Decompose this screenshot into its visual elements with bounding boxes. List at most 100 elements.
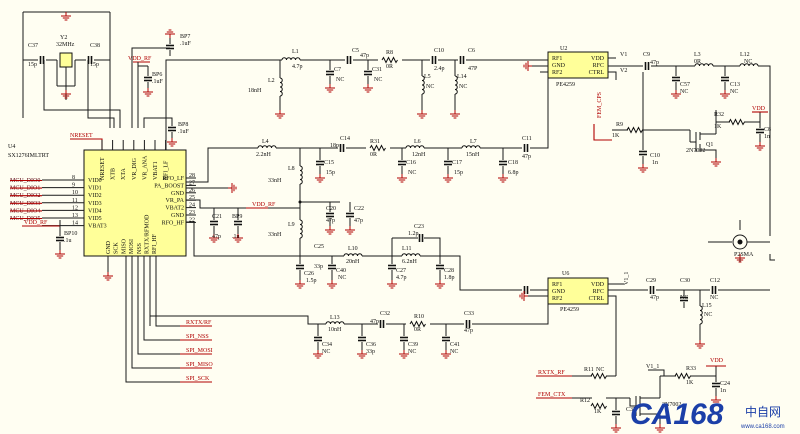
u6-pins-right-1: RFC xyxy=(593,289,604,295)
u4-top-pin-3: VR_DIG xyxy=(132,157,138,180)
hf-tx-chain: C25 33p C26 1.5p L10 20nH C40 NC C23 1.2… xyxy=(186,221,548,295)
c12-label: C12 xyxy=(710,278,720,284)
l6-label: L6 xyxy=(414,139,421,145)
l13-value: 10nH xyxy=(328,327,342,333)
c34-label: C34 xyxy=(322,342,332,348)
u6-pins-left-2: RF2 xyxy=(552,296,562,302)
c12-value: NC xyxy=(710,295,718,301)
u6-pins-left-0: RF1 xyxy=(552,282,562,288)
c32-label: C32 xyxy=(380,311,390,317)
c5-label: C5 xyxy=(352,48,359,54)
c34-value: NC xyxy=(322,349,330,355)
pa-boost-chain: L4 2.2nH C14 18p R31 0R C15 15p C16 NC L… xyxy=(186,78,549,183)
c9-value: 47p xyxy=(650,60,659,66)
l14-label: L14 xyxy=(457,74,467,80)
l6-value: 12nH xyxy=(412,152,426,158)
l12-label: L12 xyxy=(740,52,750,58)
bp7-value: .1uF xyxy=(180,41,192,47)
u4-top-pin-0: NRESET xyxy=(100,157,106,180)
u4-pin-vid1: VID1 xyxy=(88,186,102,192)
c15-value: 15p xyxy=(326,170,335,176)
u4-pin-num-25: 25 xyxy=(189,195,195,201)
vdd-rf-label-3: VDD_RF xyxy=(252,202,276,208)
l12-value: NC xyxy=(744,59,752,65)
r10-value: 0R xyxy=(414,327,421,333)
r10-label: R10 xyxy=(414,314,424,320)
c25-value: 33p xyxy=(314,264,323,270)
c41-value: NC xyxy=(450,349,458,355)
c57-label: C57 xyxy=(680,82,690,88)
c28-label: C28 xyxy=(444,268,454,274)
l9-value: 33nH xyxy=(268,232,282,238)
u4-pin-num-13: 13 xyxy=(72,213,78,219)
u4-pin-num-11: 11 xyxy=(72,198,78,204)
u4-ref: U4 xyxy=(8,144,15,150)
c41-label: C41 xyxy=(450,342,460,348)
q1-value: 2N7002 xyxy=(686,148,705,154)
l5-value: NC xyxy=(426,84,434,90)
c10b-label: C10 xyxy=(650,153,660,159)
sma-connector: P2SMA xyxy=(708,220,770,263)
u4-pin-pa_boost-27: PA_BOOST xyxy=(154,183,184,189)
antenna-upper-chain: C9 47p C57 NC L3 0R C13 NC L12 NC xyxy=(616,52,775,261)
c27-value: 4.7p xyxy=(396,275,407,281)
u4-pin-num-12: 12 xyxy=(72,205,78,211)
bp10-value: .1u xyxy=(64,238,72,244)
u4-pin-vid5: VID5 xyxy=(88,216,102,222)
c11-label: C11 xyxy=(522,136,532,142)
c36-label: C36 xyxy=(366,342,376,348)
c31-label: C31 xyxy=(372,67,382,73)
u2-ref: U2 xyxy=(560,46,567,52)
u2-pins-right-2: CTRL xyxy=(589,70,605,76)
l9-label: L9 xyxy=(288,222,295,228)
u2-pins-left-0: RF1 xyxy=(552,56,562,62)
c33-value: 47p xyxy=(464,328,473,334)
v1-label-u6: V1_1 xyxy=(624,272,630,285)
v1-label: V1 xyxy=(620,52,627,58)
c8-value: 1n xyxy=(764,134,770,140)
bp9-value: .1u xyxy=(232,234,240,240)
u4-top-pin-1: XTB xyxy=(111,168,117,180)
u4-pin-vid0: VID0 xyxy=(88,178,102,184)
c14-label: C14 xyxy=(340,136,350,142)
c31-value: NC xyxy=(374,77,382,83)
c16-value: NC xyxy=(408,170,416,176)
c37-label: C37 xyxy=(28,43,38,49)
c6-label: C6 xyxy=(468,48,475,54)
r9-value: 1K xyxy=(612,133,620,139)
r11-value: NC xyxy=(596,367,604,373)
q1-label: Q1 xyxy=(706,142,713,148)
c24-label: C24 xyxy=(720,381,730,387)
vdd-label: VDD xyxy=(752,106,766,112)
u2-pins-left-1: GND xyxy=(552,63,566,69)
c37-value: 15p xyxy=(28,62,37,68)
v1-1-label: V1_1 xyxy=(646,364,659,370)
l11-value: 6.2nH xyxy=(402,259,418,265)
c39-value: NC xyxy=(408,349,416,355)
r32-value: 1K xyxy=(714,124,722,130)
watermark-logo: CA168 中自网 www.ca168.com xyxy=(630,398,785,431)
c32-value: 47p xyxy=(370,319,379,325)
nreset-label: NRESET xyxy=(70,133,93,139)
bp6-value: .1uF xyxy=(152,79,164,85)
u4-top-pin-5: VBAT1 xyxy=(153,161,159,180)
l7-value: 15nH xyxy=(466,152,480,158)
c10b-value: 1n xyxy=(652,160,658,166)
c33-label: C33 xyxy=(464,311,474,317)
bp7-label: BP7 xyxy=(180,34,190,40)
c30-value: NC xyxy=(680,295,688,301)
u4-top-pin-6: RFI_LF xyxy=(164,160,170,180)
r31-value: 0R xyxy=(370,152,377,158)
u4-pin-num-8: 8 xyxy=(72,175,75,181)
watermark-cn: 中自网 xyxy=(745,404,781,419)
u4-top-pin-2: XTA xyxy=(121,167,127,180)
lf-rx-chain: L1 4.7p L2 18nH C5 47p C7 NC R8 0R C31 N… xyxy=(165,48,540,150)
watermark-brand: CA168 xyxy=(630,398,724,431)
p2-label: P2SMA xyxy=(734,252,754,258)
l13-label: L13 xyxy=(330,315,340,321)
l7-label: L7 xyxy=(470,139,477,145)
r32-label: R32 xyxy=(714,112,724,118)
